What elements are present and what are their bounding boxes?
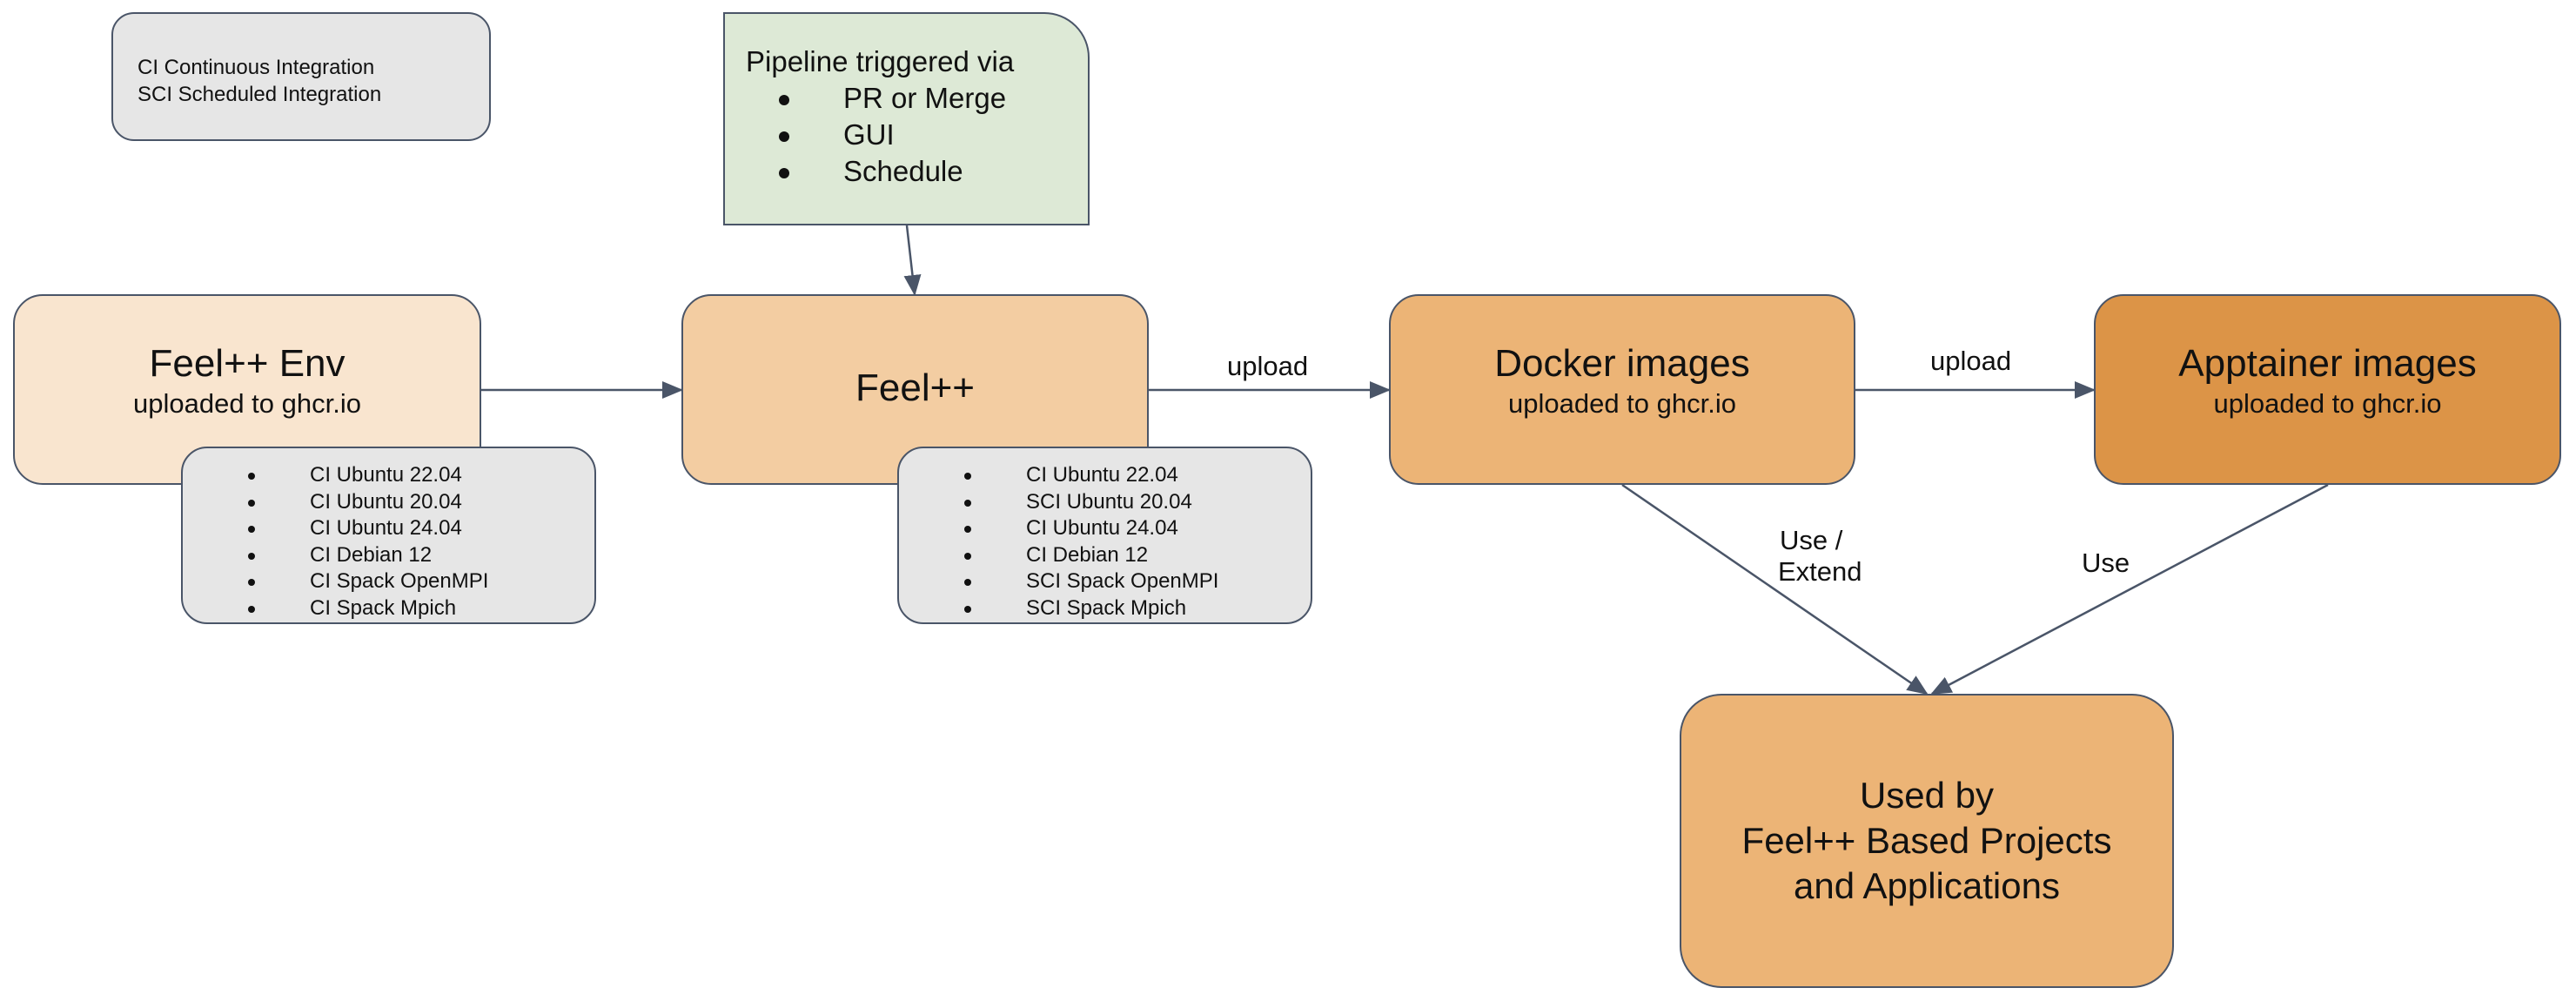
- edge-label-upload: upload: [1227, 351, 1309, 381]
- list-item: CI Spack Mpich: [183, 595, 594, 622]
- list-item: CI Spack OpenMPI: [183, 568, 594, 595]
- legend-ci: CI Continuous Integration: [138, 56, 375, 79]
- edge-label-use-extend: Extend: [1778, 556, 1862, 587]
- trigger-item: GUI: [746, 117, 1088, 153]
- node-subtitle: uploaded to ghcr.io: [133, 387, 361, 419]
- node-title: Feel++ Env: [149, 342, 345, 386]
- list-item: SCI Spack Mpich: [899, 595, 1311, 622]
- node-title: Feel++: [855, 366, 975, 410]
- list-item: SCI Ubuntu 20.04: [899, 489, 1311, 516]
- legend-box: CI Continuous Integration SCI Scheduled …: [111, 12, 491, 141]
- arrow-trigger-to-feelpp: [903, 225, 922, 296]
- trigger-title: Pipeline triggered via: [746, 45, 1015, 77]
- used-by-line: Feel++ Based Projects: [1741, 820, 2112, 861]
- feelpp-variants-list: CI Ubuntu 22.04 SCI Ubuntu 20.04 CI Ubun…: [899, 462, 1311, 622]
- list-item: CI Ubuntu 24.04: [899, 515, 1311, 542]
- list-item: CI Ubuntu 24.04: [183, 515, 594, 542]
- edge-label-upload: upload: [1930, 346, 2012, 376]
- trigger-item: PR or Merge: [746, 80, 1088, 117]
- node-title: Apptainer images: [2178, 342, 2477, 386]
- node-docker-images: Docker images uploaded to ghcr.io: [1389, 294, 1855, 485]
- used-by-line: and Applications: [1794, 865, 2060, 906]
- env-variants-list-box: CI Ubuntu 22.04 CI Ubuntu 20.04 CI Ubunt…: [181, 447, 596, 624]
- arrow-docker-to-usedby: [1621, 483, 1929, 696]
- list-item: CI Debian 12: [899, 542, 1311, 569]
- trigger-list: PR or Merge GUI Schedule: [746, 80, 1088, 190]
- node-subtitle: uploaded to ghcr.io: [2213, 387, 2442, 419]
- edge-label-use: Use: [2082, 548, 2130, 578]
- env-variants-list: CI Ubuntu 22.04 CI Ubuntu 20.04 CI Ubunt…: [183, 462, 594, 622]
- list-item: CI Ubuntu 20.04: [183, 489, 594, 516]
- trigger-item: Schedule: [746, 153, 1088, 190]
- used-by-line: Used by: [1859, 775, 1995, 816]
- list-item: CI Ubuntu 22.04: [899, 462, 1311, 489]
- node-apptainer-images: Apptainer images uploaded to ghcr.io: [2094, 294, 2561, 485]
- list-item: SCI Spack OpenMPI: [899, 568, 1311, 595]
- pipeline-trigger-box: Pipeline triggered via PR or Merge GUI S…: [723, 12, 1090, 225]
- legend-sci: SCI Scheduled Integration: [138, 83, 382, 106]
- arrow-apptainer-to-usedby: [1930, 483, 2329, 696]
- node-title: Docker images: [1494, 342, 1750, 386]
- feelpp-variants-list-box: CI Ubuntu 22.04 SCI Ubuntu 20.04 CI Ubun…: [897, 447, 1312, 624]
- node-used-by: Used by Feel++ Based Projects and Applic…: [1680, 694, 2174, 988]
- list-item: CI Ubuntu 22.04: [183, 462, 594, 489]
- node-subtitle: uploaded to ghcr.io: [1508, 387, 1736, 419]
- edge-label-use-extend: Use /: [1780, 525, 1843, 555]
- list-item: CI Debian 12: [183, 542, 594, 569]
